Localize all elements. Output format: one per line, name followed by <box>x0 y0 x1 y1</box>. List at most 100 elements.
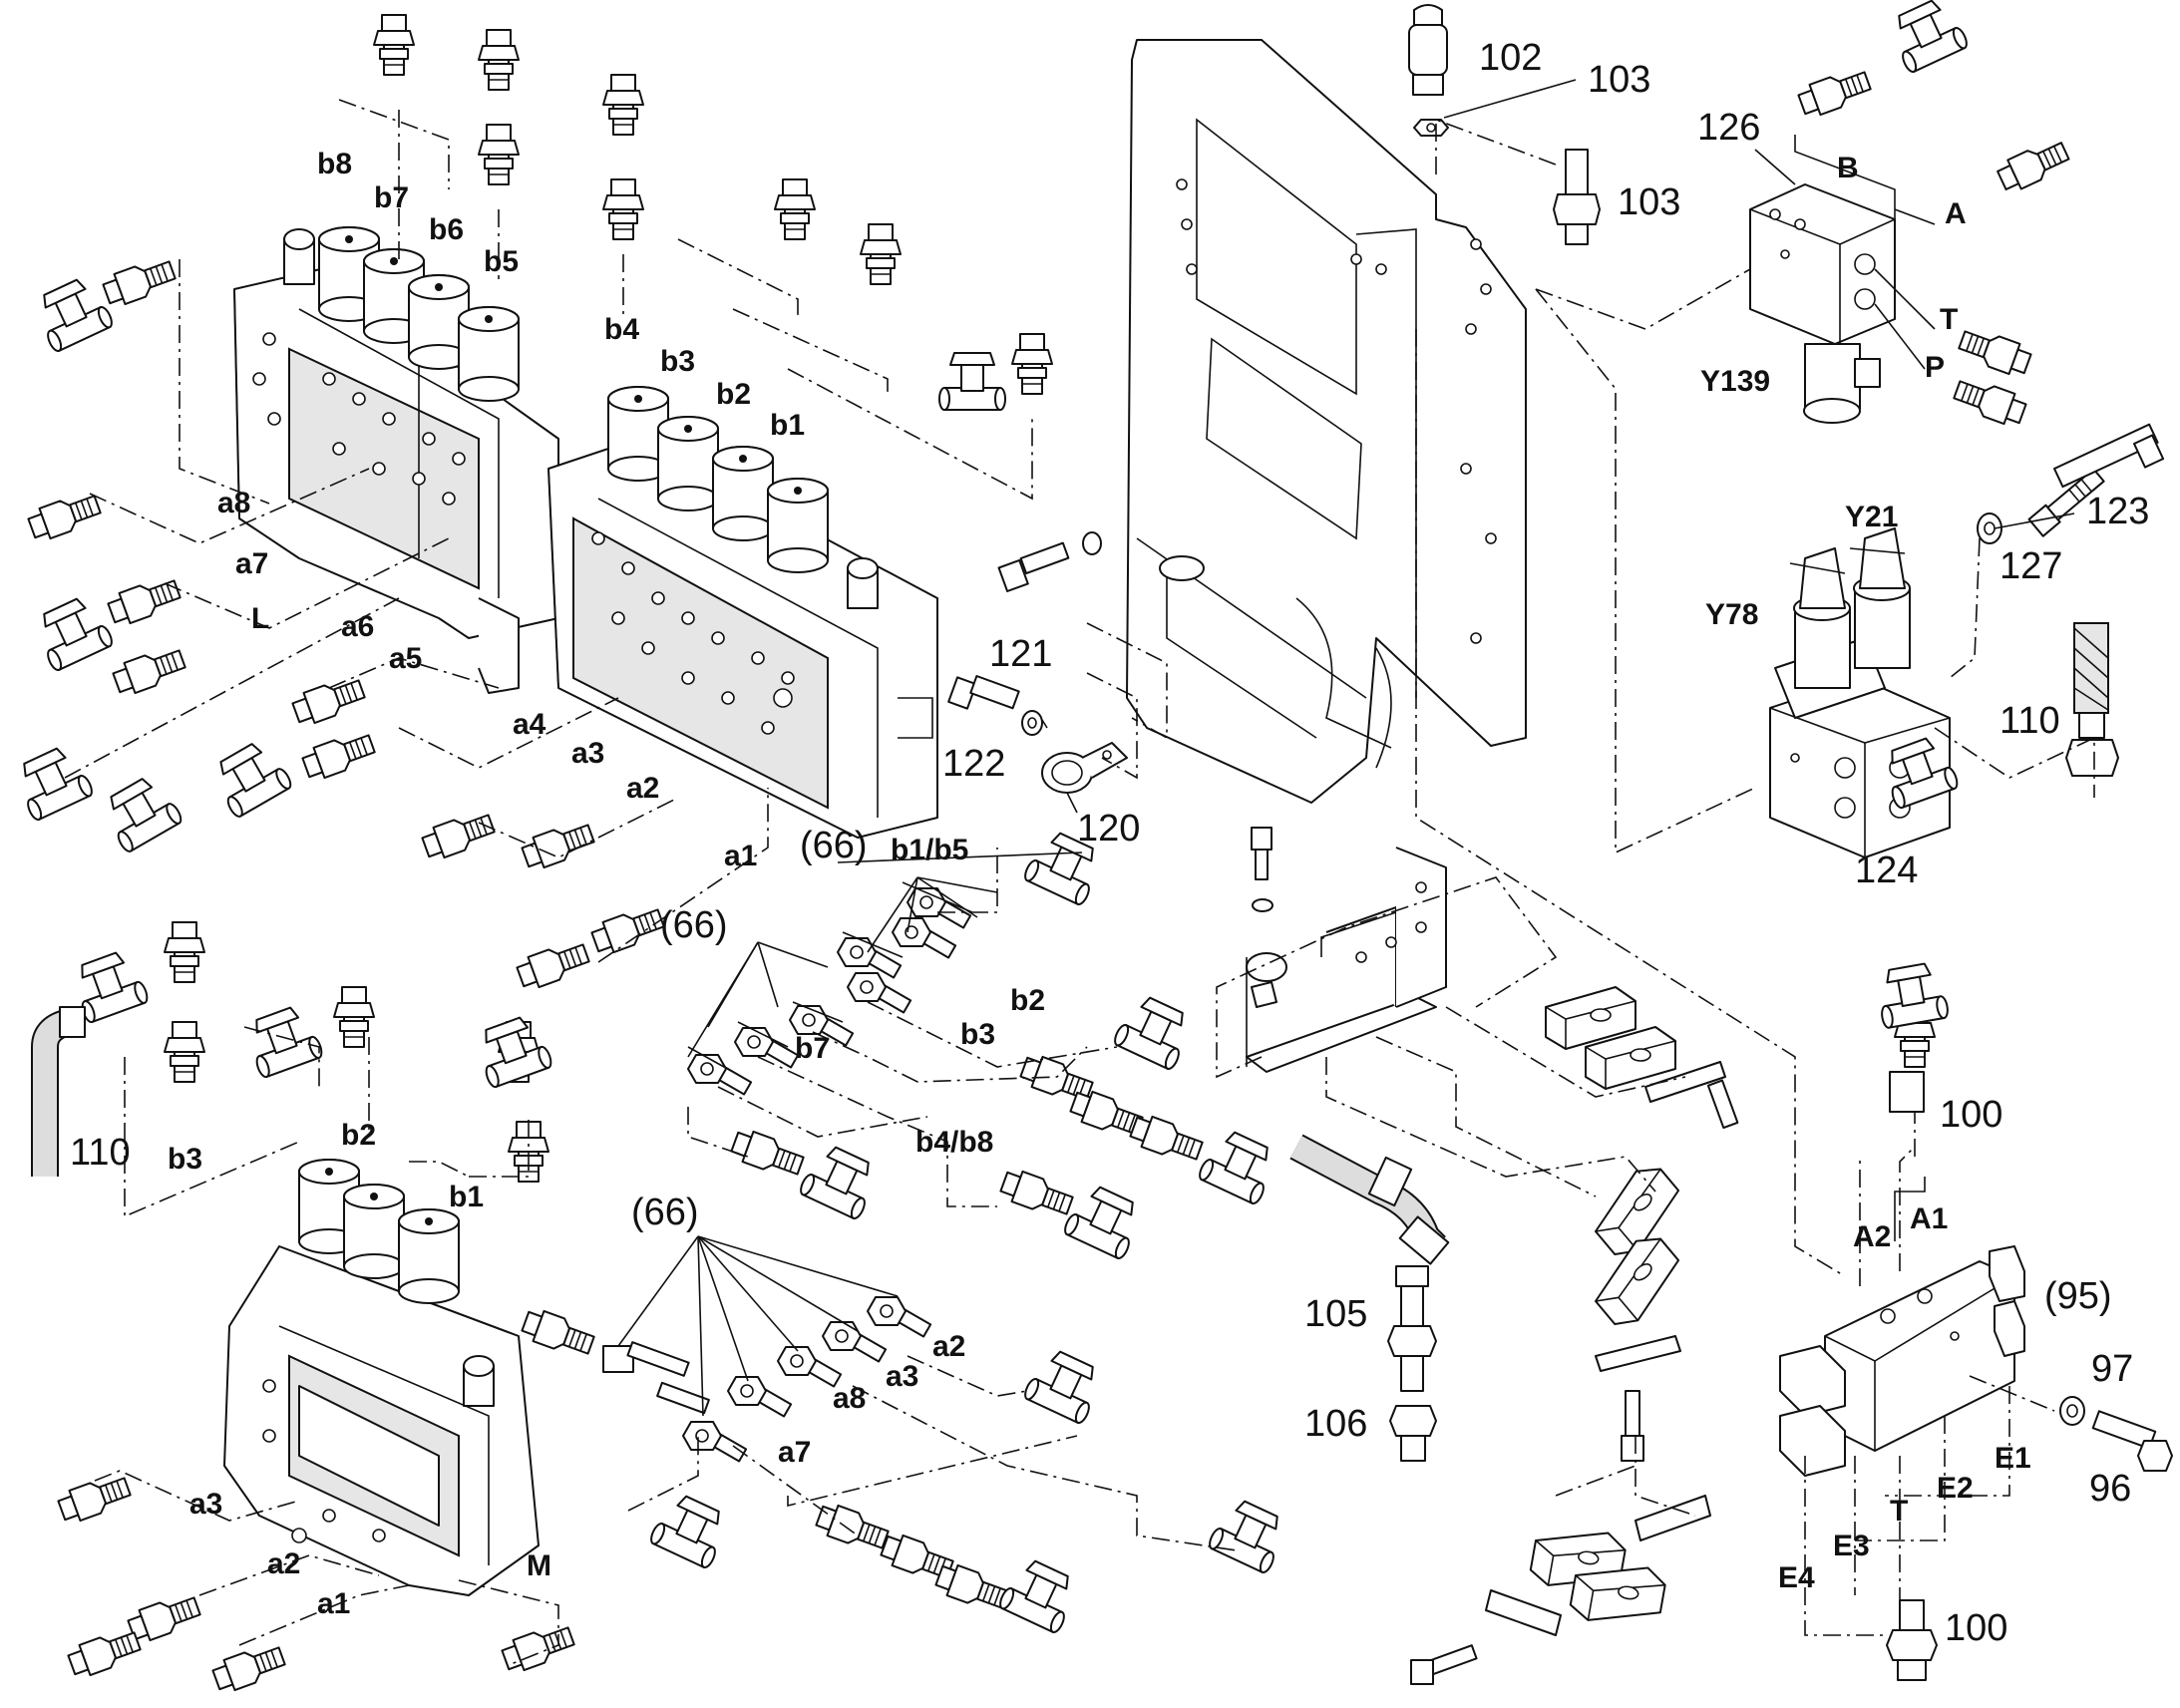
label-126: 126 <box>1697 107 1760 149</box>
label-Y139: Y139 <box>1700 365 1770 398</box>
label-100-top: 100 <box>1940 1094 2002 1136</box>
label-124: 124 <box>1855 850 1918 891</box>
label-lower-a1: a1 <box>317 1587 350 1620</box>
clamp-120 <box>1041 742 1128 794</box>
bolt-96 <box>2091 1410 2173 1472</box>
label-105: 105 <box>1304 1293 1367 1335</box>
label-110-right: 110 <box>1999 700 2060 742</box>
label-123: 123 <box>2086 491 2149 532</box>
label-E1: E1 <box>1995 1442 2031 1475</box>
label-a1: a1 <box>724 840 757 872</box>
frame-screw <box>997 531 1102 592</box>
clamp-blocks-set-1 <box>1545 986 1739 1130</box>
washer-127 <box>1977 512 2002 544</box>
mid-tees-and-fittings <box>647 826 1292 1635</box>
label-T-lower: T <box>1890 1495 1908 1528</box>
label-b7: b7 <box>374 181 409 214</box>
clamp-blocks-set-3 <box>1410 1495 1711 1685</box>
label-E2: E2 <box>1937 1472 1974 1505</box>
label-b8: b8 <box>317 148 352 180</box>
label-b7-right: b7 <box>795 1032 830 1065</box>
center-block-ports <box>591 531 795 735</box>
valve-block-95 <box>1779 1245 2025 1477</box>
label-b3: b3 <box>660 345 695 378</box>
label-b1-b5: b1/b5 <box>891 834 968 866</box>
label-port-A: A <box>1945 197 1967 230</box>
label-lower-b2: b2 <box>341 1119 376 1152</box>
label-122: 122 <box>942 743 1005 785</box>
label-Y78: Y78 <box>1705 598 1758 631</box>
label-a2: a2 <box>626 772 659 805</box>
label-lower-b3: b3 <box>168 1143 202 1176</box>
washer-97 <box>2059 1396 2085 1426</box>
hose-110-left <box>31 1006 86 1177</box>
label-lower-a3: a3 <box>189 1488 222 1521</box>
label-121: 121 <box>989 633 1052 675</box>
leader-lines <box>617 79 2075 1417</box>
label-b6: b6 <box>429 213 464 246</box>
washer-122 <box>1021 710 1043 736</box>
label-port-B: B <box>1837 152 1859 184</box>
label-66-a: (66) <box>800 825 868 866</box>
left-main-valve-block <box>233 226 559 694</box>
connector-group-66-lower <box>602 1296 932 1463</box>
bolt-121 <box>947 675 1020 710</box>
label-A2: A2 <box>1853 1220 1891 1253</box>
label-103-fitting: 103 <box>1618 181 1680 223</box>
part-number-labels: 102 103 103 126 B A T P Y139 123 Y21 Y78… <box>70 37 2149 1649</box>
fitting-100-top <box>1873 959 1951 1113</box>
label-b5: b5 <box>484 245 519 278</box>
bracket-screw <box>1246 827 1287 1008</box>
label-103-nut: 103 <box>1588 59 1650 101</box>
valve-block-124 <box>1769 527 1951 858</box>
label-b4-b8: b4/b8 <box>915 1126 993 1159</box>
label-a3: a3 <box>571 737 604 770</box>
label-b2-right: b2 <box>1010 984 1045 1017</box>
label-a2-right: a2 <box>932 1330 965 1363</box>
fitting-100-bottom <box>1886 1599 1938 1681</box>
label-a5: a5 <box>389 642 422 675</box>
label-port-P: P <box>1925 351 1945 384</box>
label-M: M <box>527 1549 551 1582</box>
label-lower-a2: a2 <box>267 1547 300 1580</box>
lower-left-valve-block <box>223 1159 540 1596</box>
label-a8: a8 <box>217 487 250 519</box>
label-102: 102 <box>1479 37 1542 79</box>
cap-102 <box>1408 4 1448 96</box>
machine-frame-bracket <box>1126 39 1527 804</box>
hose-assembly-105 <box>1289 1134 1450 1392</box>
label-106: 106 <box>1304 1403 1367 1445</box>
bolt-123 <box>2027 423 2165 537</box>
label-b2: b2 <box>716 378 751 411</box>
label-L: L <box>251 602 269 635</box>
label-Y21: Y21 <box>1845 501 1898 533</box>
label-a4: a4 <box>513 708 546 741</box>
nut-103 <box>1413 119 1449 137</box>
label-96: 96 <box>2089 1468 2131 1510</box>
label-b1: b1 <box>770 409 805 442</box>
label-a3-right: a3 <box>886 1360 918 1393</box>
label-120: 120 <box>1077 808 1140 850</box>
label-127: 127 <box>1999 545 2062 587</box>
label-b4: b4 <box>604 313 639 346</box>
left-block-ports <box>252 332 466 506</box>
label-port-T: T <box>1940 303 1958 336</box>
label-a8-right: a8 <box>833 1382 866 1415</box>
hose-110-right <box>2065 622 2119 777</box>
label-a6: a6 <box>341 610 374 643</box>
label-100-bottom: 100 <box>1945 1607 2007 1649</box>
center-main-valve-block <box>547 386 938 839</box>
label-E3: E3 <box>1833 1530 1870 1562</box>
mounting-bracket <box>1246 847 1447 1073</box>
label-66-b: (66) <box>660 904 728 946</box>
label-E4: E4 <box>1778 1561 1815 1594</box>
clamp-blocks-set-2 <box>1582 1157 1692 1462</box>
label-lower-b1: b1 <box>449 1181 484 1213</box>
label-66-c: (66) <box>631 1192 699 1233</box>
label-95: (95) <box>2044 1275 2112 1317</box>
fitting-103 <box>1553 149 1601 245</box>
label-a7: a7 <box>235 547 268 580</box>
routing-lines <box>64 99 2095 1666</box>
label-a7-right: a7 <box>778 1436 811 1469</box>
